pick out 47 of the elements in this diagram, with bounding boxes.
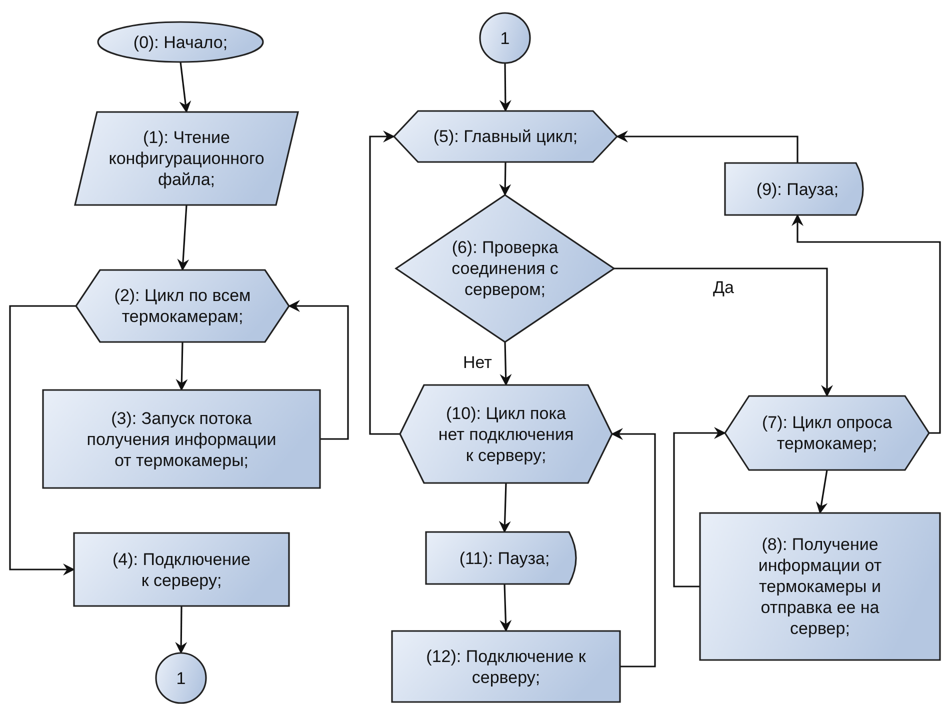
node-text: (10): Цикл пока нет подключения к серверу; — [437, 402, 575, 466]
arrow — [616, 130, 798, 163]
arrow — [499, 63, 512, 112]
labeled-arrow — [500, 342, 512, 386]
input-parallelogram — [75, 112, 298, 205]
arrow — [673, 427, 726, 588]
arrow — [9, 305, 76, 576]
arrow — [369, 130, 400, 435]
arrow — [498, 482, 511, 533]
loop-hexagon — [400, 385, 612, 483]
terminator-ellipse — [98, 22, 263, 62]
connector-circle — [156, 653, 206, 703]
loop-hexagon — [725, 396, 929, 470]
loop-hexagon — [394, 111, 617, 162]
labeled-arrow — [614, 268, 833, 397]
node-text: (9): Пауза; — [756, 178, 839, 200]
decision-diamond — [396, 195, 614, 342]
arrow — [611, 428, 656, 668]
node-text: (0): Начало; — [133, 32, 228, 52]
node-text: (11): Пауза; — [459, 548, 550, 568]
connector-circle — [480, 13, 530, 63]
arrow — [177, 204, 190, 271]
node-text: (5): Главный цикл; — [433, 126, 578, 147]
node-text: (6): Проверка соединения с сервером; — [450, 237, 560, 300]
node-text: 1 — [500, 28, 510, 48]
node-text: (3): Запуск потока получения информации от термокамеры; — [86, 408, 278, 470]
node-text: 1 — [176, 668, 186, 688]
node-text: (8): Получение информации от термокамеры и отправка ее на сервер; — [757, 534, 883, 639]
arrow — [499, 162, 512, 196]
arrow — [176, 342, 188, 391]
arrow — [175, 606, 188, 654]
node-text: (7): Цикл опроса термокамер; — [760, 412, 894, 454]
loop-hexagon — [76, 270, 289, 342]
arrow — [179, 62, 192, 113]
arrow — [288, 300, 349, 440]
process-box — [392, 631, 620, 702]
node-text: (12): Подключение к серверу; — [426, 646, 586, 688]
node-text: (4): Подключение к серверу; — [112, 548, 252, 590]
process-box — [74, 533, 289, 606]
process-box — [43, 390, 320, 488]
process-box — [700, 513, 940, 660]
node-text: (1): Чтение конфигурационного файла; — [108, 127, 266, 190]
node-text: (2): Цикл по всем термокамерам; — [113, 285, 252, 327]
edge-label: Да — [712, 278, 735, 298]
arrow — [500, 584, 512, 632]
arrow — [816, 470, 828, 514]
arrow — [792, 214, 941, 434]
